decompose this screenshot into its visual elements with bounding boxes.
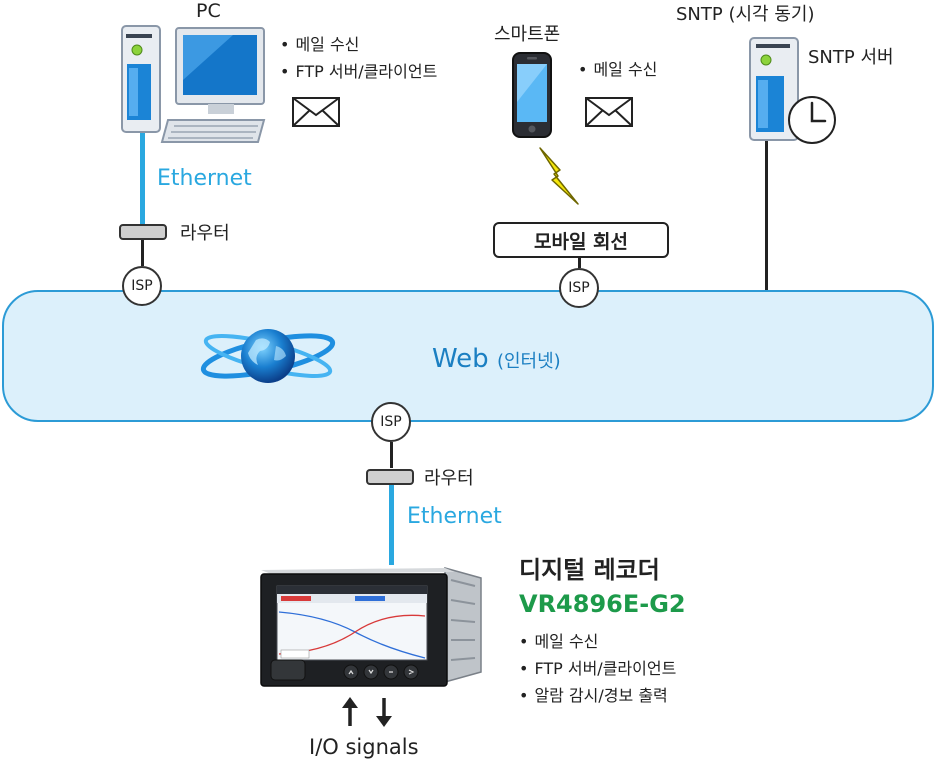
recorder-router-label: 라우터 (424, 468, 474, 489)
recorder-feature-list: 메일 수신 FTP 서버/클라이언트 알람 감시/경보 출력 (519, 628, 676, 709)
pc-router (119, 224, 167, 240)
mobile-to-isp-cable (578, 258, 581, 268)
sntp-server-icon (749, 37, 799, 141)
recorder-feature-ftp: FTP 서버/클라이언트 (519, 655, 676, 682)
smartphone-icon (512, 52, 552, 138)
pc-icon (121, 25, 266, 143)
pc-feature-mail: 메일 수신 (280, 31, 437, 58)
recorder-ethernet-cable (389, 485, 394, 565)
pc-label: PC (196, 0, 221, 22)
smartphone-label: 스마트폰 (494, 24, 561, 45)
pc-feature-ftp: FTP 서버/클라이언트 (280, 58, 437, 85)
recorder-ethernet-label: Ethernet (407, 504, 502, 529)
recorder-feature-mail: 메일 수신 (519, 628, 676, 655)
mobile-line-box: 모바일 회선 (493, 222, 669, 258)
sntp-label: SNTP (시각 동기) (676, 4, 815, 25)
pc-router-label: 라우터 (180, 223, 230, 244)
lightning-icon (539, 147, 579, 205)
isp-mobile: ISP (559, 268, 599, 308)
sntp-cable (765, 140, 768, 292)
isp-pc: ISP (122, 266, 162, 306)
digital-recorder-icon (260, 567, 482, 687)
pc-router-to-isp-cable (141, 240, 144, 266)
recorder-model: VR4896E-G2 (519, 590, 686, 618)
smartphone-feature-list: 메일 수신 (578, 56, 657, 83)
io-signals-label: I/O signals (309, 735, 419, 759)
pc-ethernet-label: Ethernet (157, 166, 252, 191)
isp-to-router-cable (390, 442, 393, 468)
pc-feature-list: 메일 수신 FTP 서버/클라이언트 (280, 31, 437, 85)
web-internet-cloud (2, 290, 934, 422)
clock-icon (788, 96, 836, 144)
sntp-server-label: SNTP 서버 (808, 47, 894, 68)
io-arrows-icon (342, 697, 392, 727)
envelope-icon (585, 97, 633, 127)
web-label: Web (인터넷) (432, 344, 561, 374)
recorder-title: 디지털 레코더 (519, 556, 660, 584)
envelope-icon (292, 97, 340, 127)
globe-icon (200, 329, 336, 383)
smartphone-feature-mail: 메일 수신 (578, 56, 657, 83)
recorder-router (366, 469, 414, 485)
pc-ethernet-cable (140, 132, 145, 224)
isp-recorder: ISP (371, 402, 411, 442)
recorder-feature-alarm: 알람 감시/경보 출력 (519, 682, 676, 709)
